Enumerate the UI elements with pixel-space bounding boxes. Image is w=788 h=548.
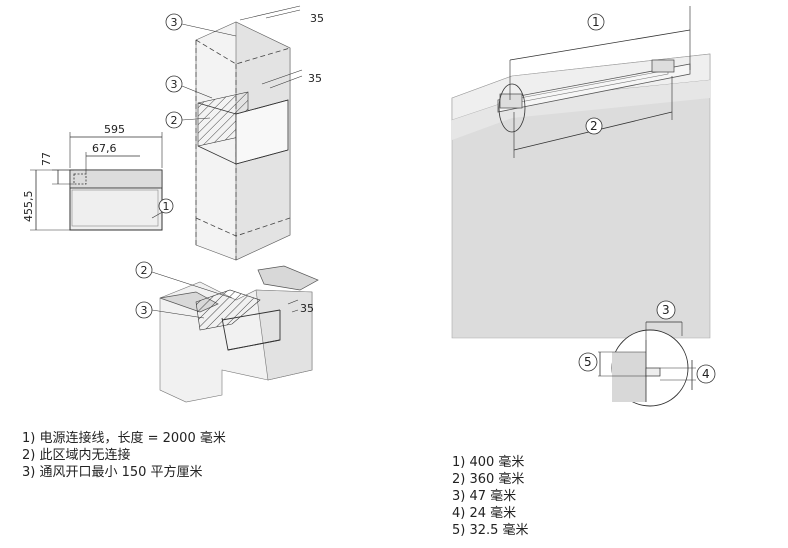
callout-3-bottom: 3 <box>141 304 148 317</box>
callout-1-right: 1 <box>592 15 600 29</box>
callout-3-right: 3 <box>662 303 670 317</box>
legend-left-item-3: 3) 通风开口最小 150 平方厘米 <box>22 465 203 480</box>
gap-35-top: 35 <box>310 12 324 25</box>
callout-2-right: 2 <box>590 119 598 133</box>
callout-2-mid: 2 <box>171 114 178 127</box>
callout-3-mid: 3 <box>171 78 178 91</box>
dim-77: 77 <box>40 152 53 166</box>
gap-35-mid: 35 <box>308 72 322 85</box>
oven-front-view: 595 67,6 77 455,5 1 <box>22 123 174 231</box>
legend-right-item-5: 5) 32.5 毫米 <box>452 523 529 538</box>
legend-left-item-1: 1) 电源连接线，长度 = 2000 毫米 <box>22 431 226 446</box>
under-counter-cabinet: 35 2 3 <box>135 261 319 403</box>
oven-door-view: 1 2 <box>451 6 711 339</box>
callout-3-top: 3 <box>171 16 178 29</box>
legend-right: 1) 400 毫米 2) 360 毫米 3) 47 毫米 4) 24 毫米 5)… <box>452 454 529 539</box>
callout-5-right: 5 <box>584 355 592 369</box>
legend-right-item-1: 1) 400 毫米 <box>452 455 525 470</box>
legend-right-item-4: 4) 24 毫米 <box>452 506 517 521</box>
legend-left-item-2: 2) 此区域内无连接 <box>22 448 131 463</box>
tall-cabinet: 35 35 3 3 2 <box>165 5 324 261</box>
legend-right-item-3: 3) 47 毫米 <box>452 489 517 504</box>
callout-1-left: 1 <box>163 200 170 213</box>
dim-67-6: 67,6 <box>92 142 117 155</box>
dim-455-5: 455,5 <box>22 191 35 223</box>
callout-2-bottom: 2 <box>141 264 148 277</box>
dim-595: 595 <box>104 123 125 136</box>
legend-left: 1) 电源连接线，长度 = 2000 毫米 2) 此区域内无连接 3) 通风开口… <box>22 430 226 481</box>
callout-4-right: 4 <box>702 367 710 381</box>
detail-magnifier: 3 5 4 <box>578 300 716 407</box>
legend-right-item-2: 2) 360 毫米 <box>452 472 525 487</box>
gap-35-bottom: 35 <box>300 302 314 315</box>
